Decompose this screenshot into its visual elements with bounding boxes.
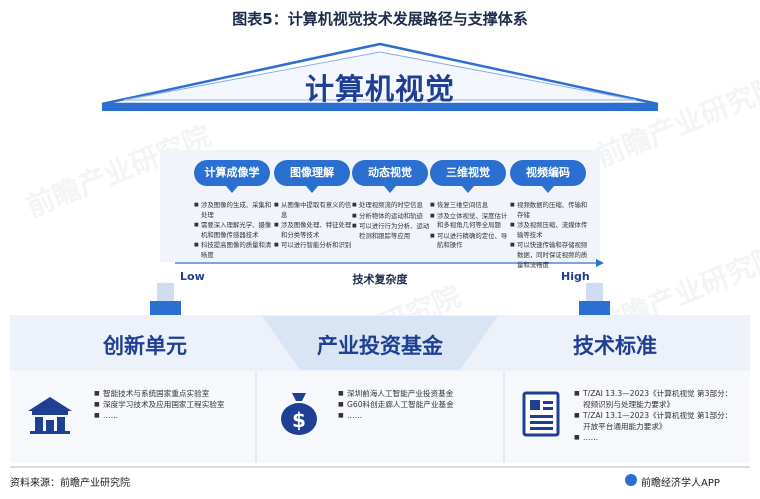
footer-source: 资料来源：前瞻产业研究院 bbox=[10, 478, 130, 489]
column-item: 科技提高图像的质量和清晰度 bbox=[194, 241, 274, 260]
money-bag-icon: $ bbox=[281, 393, 317, 435]
base-middle-highlight bbox=[262, 316, 498, 370]
axis-high-label: High bbox=[561, 270, 590, 283]
column-image-understanding: 图像理解 从图像中提取有意义的信息 涉及图像处理、特征处理和分类等技术 可以进行… bbox=[274, 160, 354, 252]
pill-arrow-icon bbox=[306, 186, 318, 193]
column-video-coding: 视频编码 视频数据的压缩、传输和存储 涉及视频压缩、流媒体传输等技术 可以快速传… bbox=[510, 160, 592, 271]
column-item: 涉及视频压缩、流媒体传输等技术 bbox=[510, 221, 592, 240]
column-pill: 图像理解 bbox=[274, 160, 350, 186]
column-item: 分析物体的运动和轨迹 bbox=[352, 212, 432, 222]
axis-title: 技术复杂度 bbox=[352, 273, 408, 286]
column-item: 可以进行精确的定位、导航和操作 bbox=[430, 232, 510, 251]
column-pill: 视频编码 bbox=[510, 160, 586, 186]
base-item: T/ZAI 13.1—2023《计算机视觉 第1部分：开放平台通用能力要求》 bbox=[574, 410, 738, 432]
pill-arrow-icon bbox=[384, 186, 396, 193]
base-item: T/ZAI 13.3—2023《计算机视觉 第3部分：视频识别与处理能力要求》 bbox=[574, 388, 738, 410]
svg-text:$: $ bbox=[292, 408, 306, 432]
document-icon bbox=[522, 391, 560, 437]
base-item: …… bbox=[94, 410, 234, 421]
column-item: 涉及图像处理、特征处理和分类等技术 bbox=[274, 221, 354, 240]
pill-arrow-icon bbox=[462, 186, 474, 193]
column-item: 视频数据的压缩、传输和存储 bbox=[510, 201, 592, 220]
axis-low-label: Low bbox=[180, 270, 205, 283]
pill-arrow-icon bbox=[542, 186, 554, 193]
column-dynamic-vision: 动态视觉 处理视频流的时空信息 分析物体的运动和轨迹 可以进行行为分析、运动检测… bbox=[352, 160, 432, 242]
axis-arrowhead bbox=[596, 259, 604, 267]
column-computational-imaging: 计算成像学 涉及图像的生成、采集和处理 需要深入理解光学、摄像机和图像传感器技术… bbox=[194, 160, 274, 262]
column-item: 从图像中提取有意义的信息 bbox=[274, 201, 354, 220]
column-item: 涉及立体视觉、深度估计和多视角几何等全局题 bbox=[430, 212, 510, 231]
chart-title: 图表5：计算机视觉技术发展路径与支撑体系 bbox=[232, 10, 528, 28]
column-item: 需要深入理解光学、摄像机和图像传感器技术 bbox=[194, 221, 274, 240]
roof-title: 计算机视觉 bbox=[304, 72, 455, 106]
base-item: …… bbox=[338, 410, 478, 421]
column-item: 可以快速传输和存储视频数据，同时保证视频的质量和流畅度 bbox=[510, 241, 592, 270]
footer-brand: 前瞻经济学人APP bbox=[641, 478, 720, 489]
brand-logo-icon bbox=[625, 474, 637, 486]
column-3d-vision: 三维视觉 恢复三维空间信息 涉及立体视觉、深度估计和多视角几何等全局题 可以进行… bbox=[430, 160, 510, 252]
pill-arrow-icon bbox=[226, 186, 238, 193]
base-list-innovation: 智能技术与系统国家重点实验室 深度学习技术及应用国家工程实验室 …… bbox=[94, 388, 234, 421]
base-item: 深度学习技术及应用国家工程实验室 bbox=[94, 399, 234, 410]
base-title-innovation: 创新单元 bbox=[103, 334, 187, 358]
base-item: G60科创走廊人工智能产业基金 bbox=[338, 399, 478, 410]
base-item: …… bbox=[574, 432, 738, 443]
column-item: 涉及图像的生成、采集和处理 bbox=[194, 201, 274, 220]
base-title-standards: 技术标准 bbox=[573, 334, 657, 358]
column-item: 恢复三维空间信息 bbox=[430, 201, 510, 211]
base-item: 深圳前海人工智能产业投资基金 bbox=[338, 388, 478, 399]
column-item: 可以进行行为分析、运动检测和跟踪等应用 bbox=[352, 222, 432, 241]
bank-icon bbox=[28, 397, 72, 434]
base-item: 智能技术与系统国家重点实验室 bbox=[94, 388, 234, 399]
roof-inner bbox=[123, 51, 637, 101]
base-list-investment: 深圳前海人工智能产业投资基金 G60科创走廊人工智能产业基金 …… bbox=[338, 388, 478, 421]
column-pill: 三维视觉 bbox=[430, 160, 506, 186]
base-title-investment: 产业投资基金 bbox=[317, 334, 443, 358]
pillar-left-base bbox=[150, 301, 181, 315]
base-list-standards: T/ZAI 13.3—2023《计算机视觉 第3部分：视频识别与处理能力要求》 … bbox=[574, 388, 738, 443]
roof-beam bbox=[102, 104, 658, 111]
column-item: 处理视频流的时空信息 bbox=[352, 201, 432, 211]
column-item: 可以进行智能分析和识别 bbox=[274, 241, 354, 251]
column-pill: 动态视觉 bbox=[352, 160, 428, 186]
pillar-right-base bbox=[579, 301, 610, 315]
column-pill: 计算成像学 bbox=[194, 160, 270, 186]
